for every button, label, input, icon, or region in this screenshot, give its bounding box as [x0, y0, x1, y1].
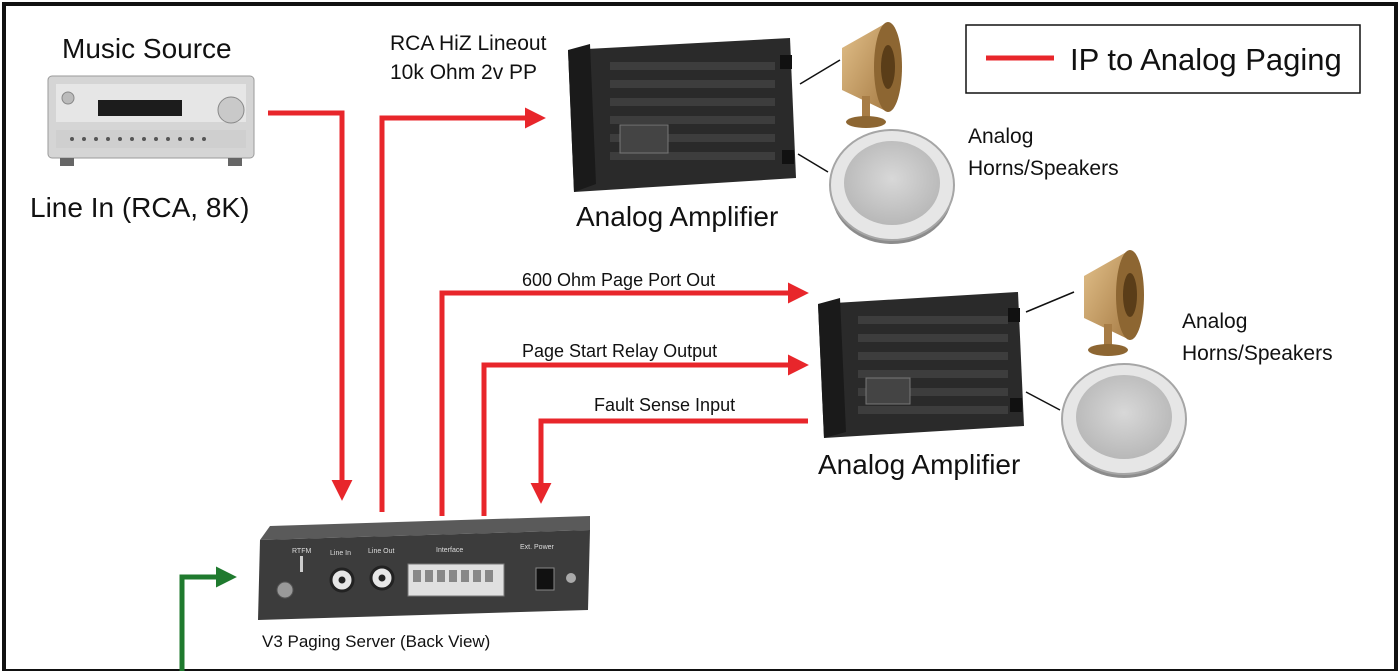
label-horns-1-line1: Analog: [968, 125, 1033, 148]
arrow-music-to-line-in: [268, 110, 353, 501]
horn-2: [1084, 250, 1144, 356]
label-music-source: Music Source: [62, 33, 232, 64]
horn-1: [842, 22, 902, 128]
label-page-port-out: 600 Ohm Page Port Out: [522, 270, 715, 290]
label-rca-lineout: RCA HiZ Lineout: [390, 32, 547, 55]
legend-label: IP to Analog Paging: [1070, 42, 1342, 77]
connector-line: [797, 153, 829, 173]
label-line-in: Line In (RCA, 8K): [30, 192, 249, 223]
music-source-receiver: [47, 75, 255, 166]
connector-line: [799, 59, 841, 85]
arrow-network-to-server: [179, 566, 237, 671]
ground-screw-icon: [276, 581, 294, 599]
label-fault-sense: Fault Sense Input: [594, 395, 735, 415]
power-jack-icon: [535, 567, 555, 591]
label-page-start-relay: Page Start Relay Output: [522, 341, 717, 361]
label-horns-2-line1: Analog: [1182, 310, 1247, 333]
label-horns-2-line2: Horns/Speakers: [1182, 342, 1333, 365]
server-panel-ext-power: Ext. Power: [520, 544, 555, 551]
label-amplifier-2: Analog Amplifier: [818, 449, 1020, 480]
paging-server-device: RTFM Line In Line Out Interface Ext. Pow…: [258, 516, 590, 620]
ceiling-speaker-1: [829, 129, 955, 244]
arrow-page-port-out: [439, 282, 809, 516]
label-amplifier-1: Analog Amplifier: [576, 201, 778, 232]
arrow-fault-sense: [530, 418, 808, 504]
label-server-caption: V3 Paging Server (Back View): [262, 632, 490, 651]
analog-amplifier-1: [568, 38, 796, 192]
server-panel-rtfm: RTFM: [292, 548, 311, 555]
server-panel-line-in: Line In: [330, 550, 351, 557]
ceiling-speaker-2: [1061, 363, 1187, 478]
connector-line: [1025, 391, 1061, 411]
arrow-page-start-relay: [481, 354, 809, 516]
server-panel-line-out: Line Out: [368, 548, 395, 555]
analog-amplifier-2: [818, 292, 1024, 438]
connector-line: [1025, 291, 1075, 313]
label-horns-1-line2: Horns/Speakers: [968, 157, 1119, 180]
arrow-line-out-to-amp1: [379, 107, 546, 512]
legend: IP to Analog Paging: [965, 24, 1361, 94]
label-rca-impedance: 10k Ohm 2v PP: [390, 61, 537, 84]
server-panel-interface: Interface: [436, 547, 463, 554]
